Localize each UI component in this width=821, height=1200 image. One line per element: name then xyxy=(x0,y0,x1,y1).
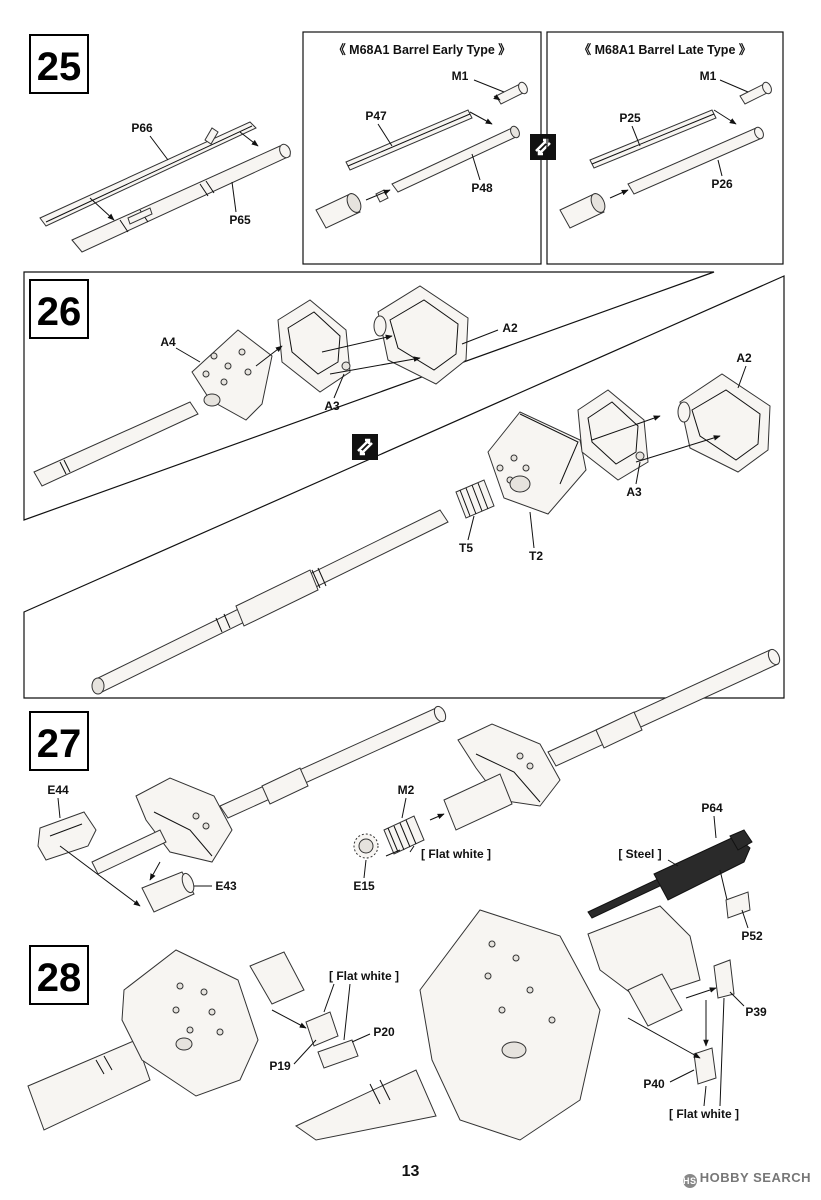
early-type-panel: 《 M68A1 Barrel Early Type 》 M1 P47 P48 xyxy=(302,31,542,265)
step-28-box xyxy=(29,945,89,1005)
label-flat-white-28-right: [ Flat white ] xyxy=(669,1107,739,1121)
label-t2: T2 xyxy=(529,549,543,563)
step-25-number: 25 xyxy=(37,45,82,89)
step-26-number: 26 xyxy=(37,290,82,334)
step-26-box xyxy=(29,279,89,339)
label-e44: E44 xyxy=(47,783,69,797)
label-p19: P19 xyxy=(269,1059,291,1073)
early-late-swap-icon xyxy=(528,132,558,162)
step-28-number: 28 xyxy=(37,956,82,1000)
early-label-m1: M1 xyxy=(452,69,469,83)
label-p64: P64 xyxy=(701,801,723,815)
step-27-number: 27 xyxy=(37,722,82,766)
label-a3-right: A3 xyxy=(626,485,642,499)
m2-spring-part xyxy=(383,815,425,855)
p19-part xyxy=(317,1039,359,1069)
step-26-upper-frame xyxy=(23,271,715,521)
t5-spring-part xyxy=(455,479,495,519)
label-a2-top: A2 xyxy=(502,321,518,335)
p64-machine-gun-part xyxy=(587,829,753,919)
label-a3-top: A3 xyxy=(324,399,340,413)
label-p65: P65 xyxy=(229,213,251,227)
p52-part xyxy=(725,891,751,919)
step-27-box xyxy=(29,711,89,771)
label-e43: E43 xyxy=(215,879,237,893)
late-type-title: 《 M68A1 Barrel Late Type 》 xyxy=(579,42,752,57)
label-flat-white-28-left: [ Flat white ] xyxy=(329,969,399,983)
p20-part xyxy=(305,1011,339,1047)
step-28: 28 [ Flat white ] P20 P19 xyxy=(27,905,767,1141)
p39-part xyxy=(713,959,735,999)
a2-housing-part-right xyxy=(677,373,771,473)
step-26: 26 A4 A2 A3 xyxy=(23,271,785,699)
label-p66: P66 xyxy=(131,121,153,135)
label-p40: P40 xyxy=(643,1077,665,1091)
late-label-p25: P25 xyxy=(619,111,641,125)
variant-swap-icon xyxy=(350,432,380,462)
mantlet-left-28 xyxy=(27,949,305,1131)
barrel-assembly-top xyxy=(33,401,199,487)
e15-ring-part xyxy=(353,833,379,859)
late-type-panel: 《 M68A1 Barrel Late Type 》 M1 P25 P26 xyxy=(546,31,784,265)
label-p39: P39 xyxy=(745,1005,767,1019)
mantlet-left-27 xyxy=(135,777,233,863)
e44-part xyxy=(37,811,97,861)
late-label-m1: M1 xyxy=(700,69,717,83)
label-p52: P52 xyxy=(741,929,763,943)
step-25-box xyxy=(29,34,89,94)
step-27: 27 E44 E43 xyxy=(29,648,781,943)
label-a2-right: A2 xyxy=(736,351,752,365)
label-flat-white-27: [ Flat white ] xyxy=(421,847,491,861)
page-number: 13 xyxy=(401,1163,420,1180)
p65-part xyxy=(71,143,291,253)
late-label-p26: P26 xyxy=(711,177,733,191)
a2-housing-part-top xyxy=(373,285,469,385)
label-e15: E15 xyxy=(353,879,375,893)
barrel-left-27 xyxy=(219,707,445,819)
e43-part xyxy=(141,871,195,913)
step-26-lower-frame xyxy=(23,275,785,699)
watermark-text: HOBBY SEARCH xyxy=(699,1170,811,1185)
barrel-right-27 xyxy=(547,649,779,767)
early-label-p47: P47 xyxy=(365,109,387,123)
step-25: 25 P66 P65 《 M68A1 Barrel Early Type 》 xyxy=(29,31,784,265)
label-t5: T5 xyxy=(459,541,473,555)
early-label-p48: P48 xyxy=(471,181,493,195)
p66-part xyxy=(39,121,257,227)
label-a4: A4 xyxy=(160,335,176,349)
a3-cradle-part-top xyxy=(277,299,351,393)
a3-cradle-part-right xyxy=(577,389,649,481)
t2-mantlet-part xyxy=(487,411,587,515)
label-p20: P20 xyxy=(373,1025,395,1039)
a4-mantlet-part xyxy=(191,329,273,421)
label-m2: M2 xyxy=(398,783,415,797)
label-steel: [ Steel ] xyxy=(618,847,661,861)
p40-part xyxy=(693,1047,717,1085)
hobby-search-logo-icon: HS xyxy=(682,1174,697,1188)
mantlet-right-28 xyxy=(295,905,701,1141)
mantlet-right-27 xyxy=(457,723,561,807)
early-type-title: 《 M68A1 Barrel Early Type 》 xyxy=(333,42,511,57)
